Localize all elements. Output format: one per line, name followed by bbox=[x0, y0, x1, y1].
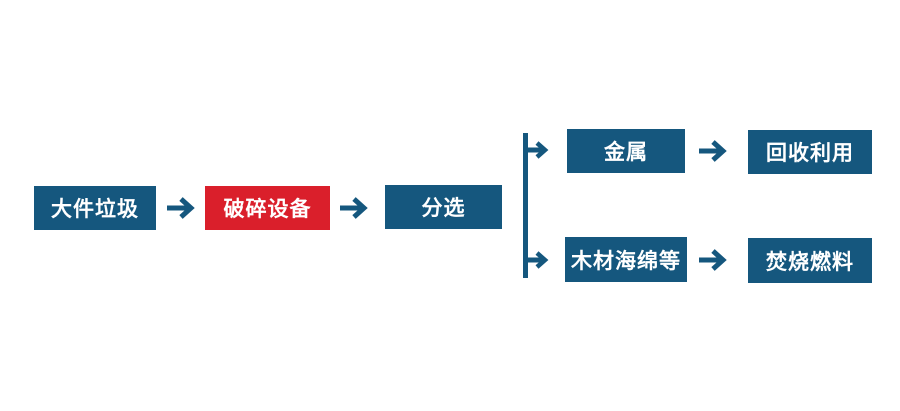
node-bulky-waste-label: 大件垃圾 bbox=[51, 198, 139, 221]
node-wood-sponge-etc: 木材海绵等 bbox=[565, 237, 687, 282]
branch-connector-line bbox=[523, 133, 528, 278]
node-metal: 金属 bbox=[567, 129, 685, 173]
arrow-right-icon bbox=[698, 249, 732, 271]
node-bulky-waste: 大件垃圾 bbox=[34, 186, 156, 230]
node-recycling-label: 回收利用 bbox=[766, 142, 854, 165]
node-sorting: 分选 bbox=[385, 185, 502, 229]
node-wood-sponge-etc-label: 木材海绵等 bbox=[571, 249, 681, 273]
arrow-right-icon bbox=[166, 197, 200, 219]
node-recycling: 回收利用 bbox=[748, 130, 872, 174]
node-incineration-fuel-label: 焚烧燃料 bbox=[766, 250, 854, 274]
node-crushing-equipment: 破碎设备 bbox=[205, 186, 330, 230]
branch-arrow-right-icon bbox=[526, 140, 553, 160]
node-sorting-label: 分选 bbox=[421, 197, 466, 220]
node-metal-label: 金属 bbox=[604, 141, 648, 164]
arrow-right-icon bbox=[339, 197, 373, 219]
arrow-right-icon bbox=[698, 140, 732, 162]
branch-arrow-right-icon bbox=[526, 250, 553, 270]
node-incineration-fuel: 焚烧燃料 bbox=[748, 238, 872, 283]
node-crushing-equipment-label: 破碎设备 bbox=[223, 198, 312, 221]
